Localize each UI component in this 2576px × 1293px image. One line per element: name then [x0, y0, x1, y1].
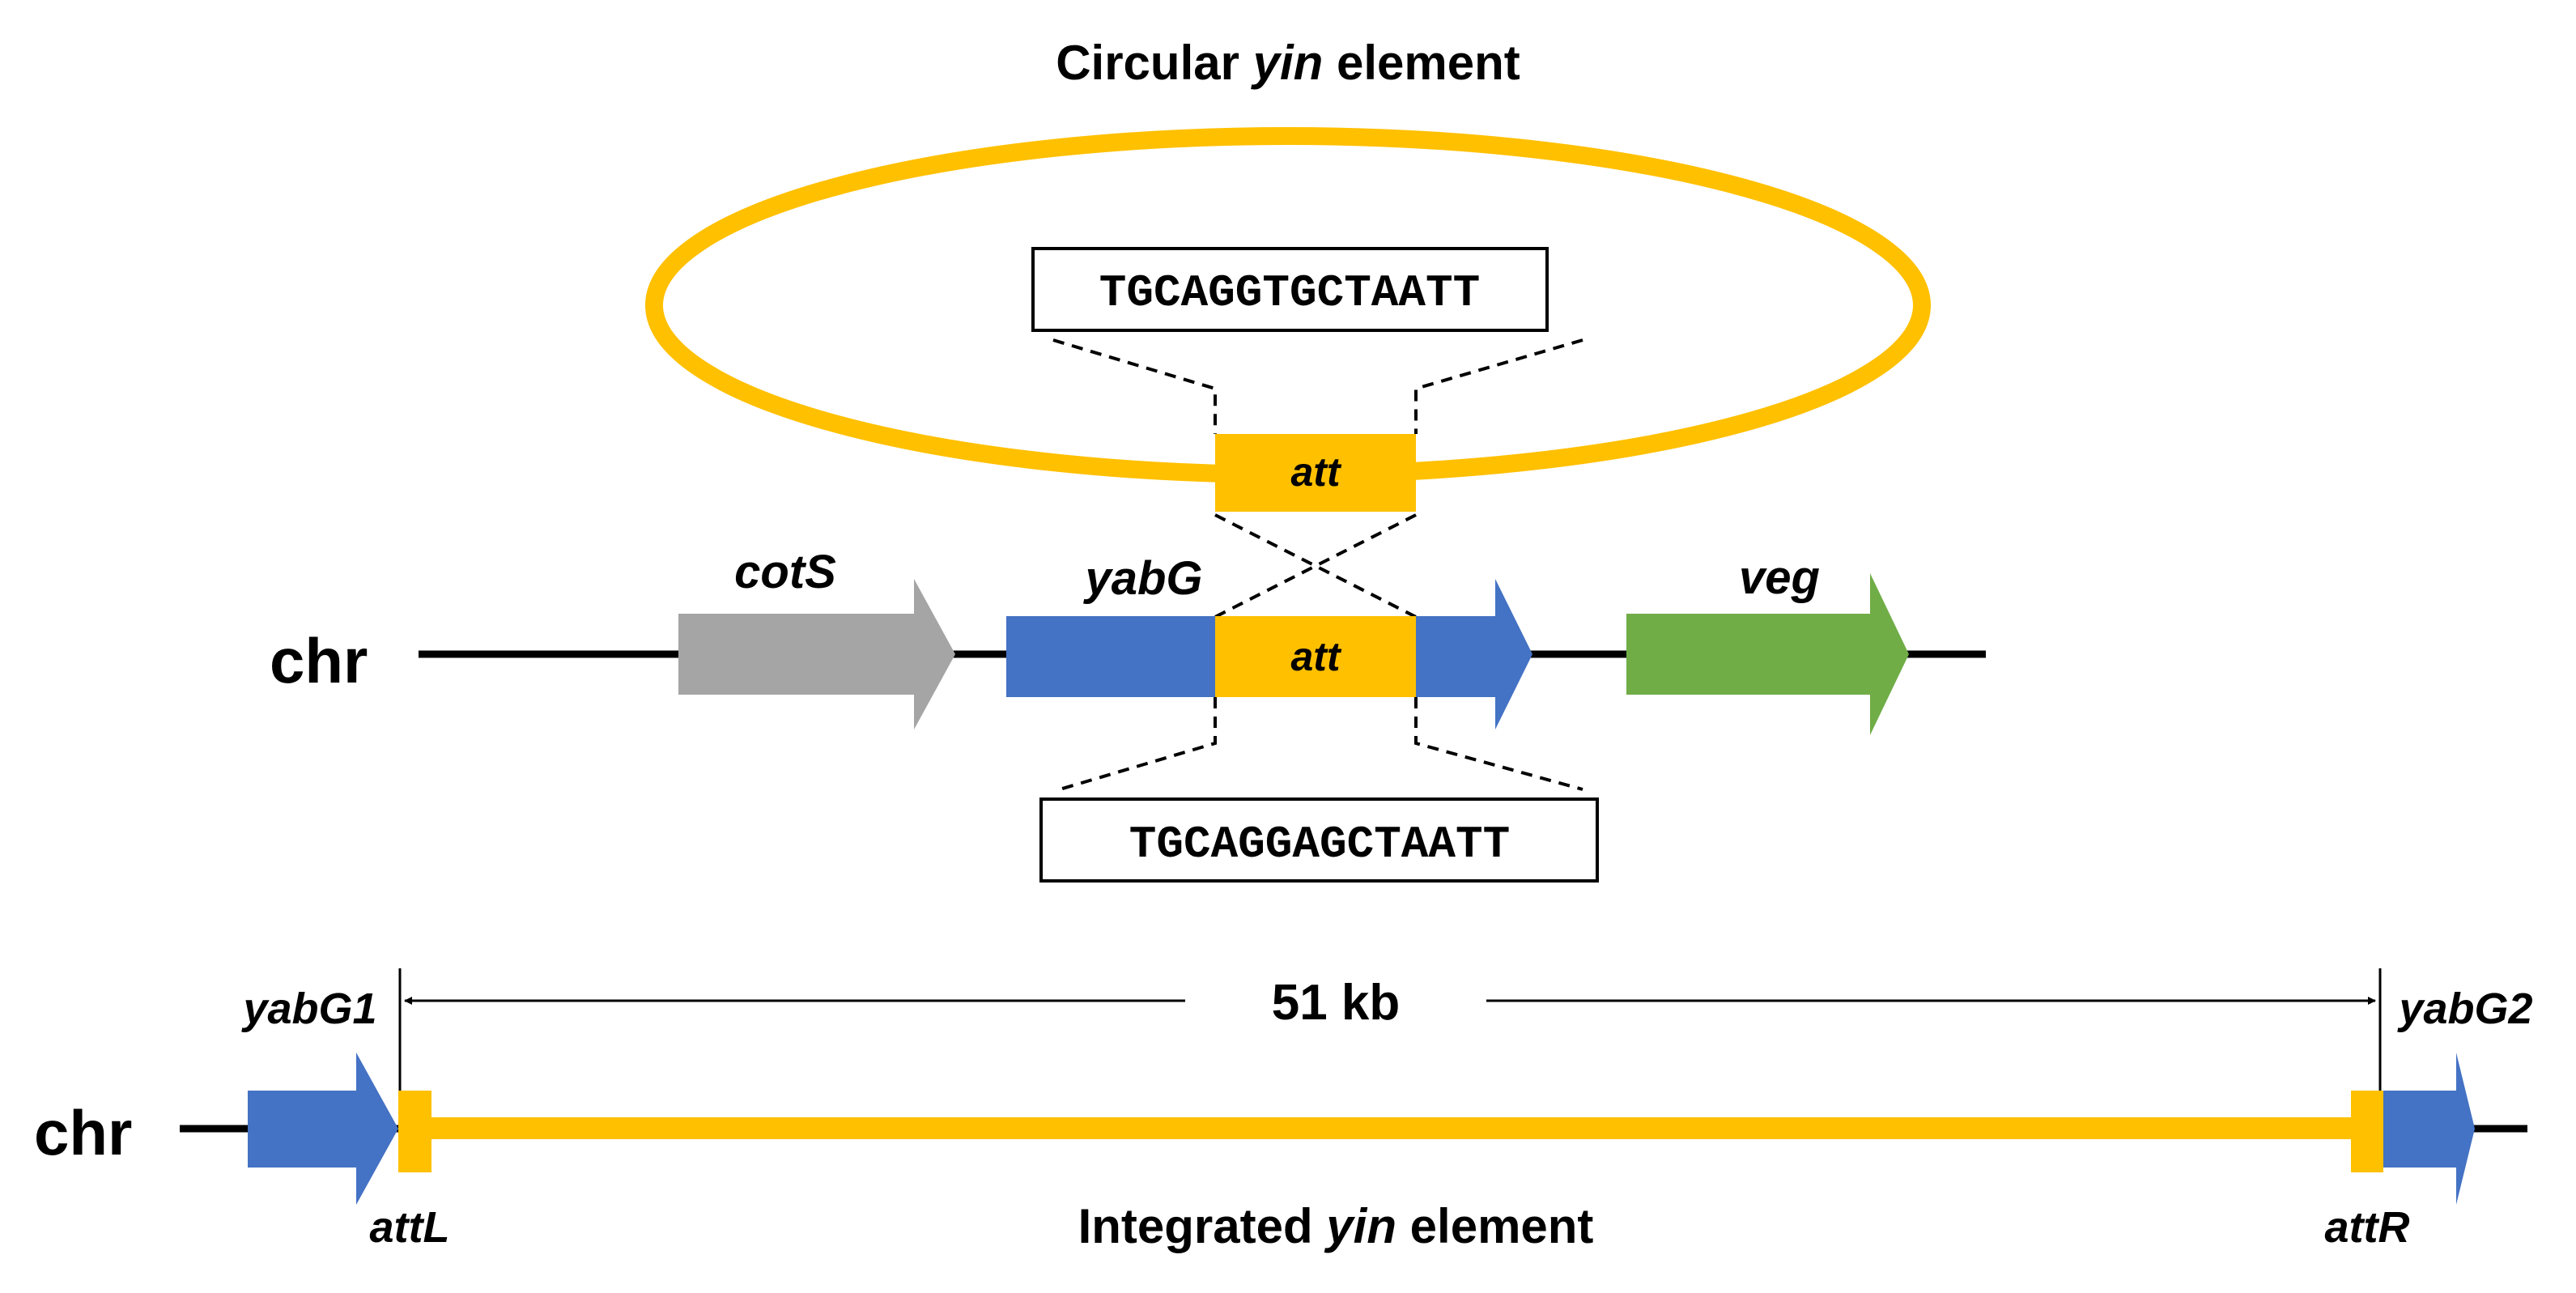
- crossover-line-b: [1214, 513, 1417, 619]
- site-attR-label: attR: [2325, 1203, 2410, 1252]
- gene-veg-label: veg: [1739, 551, 1820, 604]
- att-site-circular: [1215, 434, 1416, 512]
- sequence-circular: TGCAGGTGCTAATT: [1099, 267, 1480, 319]
- integrated-element-title: Integrated yin element: [1078, 1199, 1594, 1253]
- gene-yabG2-arrow: [2383, 1053, 2475, 1205]
- chr-label-bottom: chr: [34, 1097, 132, 1168]
- dashed-connector-chromosome-right: [1414, 697, 1583, 791]
- circular-element-title: Circular yin element: [1056, 36, 1520, 90]
- att-site-chromosome: [1215, 616, 1416, 697]
- gene-yabG2-label: yabG2: [2396, 985, 2532, 1033]
- dashed-connector-circular-left: [1052, 338, 1217, 434]
- integrated-yin-element-bar: [411, 1117, 2362, 1139]
- gene-cotS-label: cotS: [734, 546, 836, 598]
- gene-yabG1-label: yabG1: [240, 985, 376, 1033]
- att-label-circular: att: [1290, 449, 1341, 495]
- dashed-connector-circular-right: [1414, 338, 1583, 434]
- gene-cotS-arrow: [678, 579, 955, 729]
- sequence-box-chromosome: [1039, 797, 1599, 883]
- site-attL-label: attL: [370, 1203, 450, 1252]
- gene-yabG-label: yabG: [1082, 552, 1202, 605]
- element-size-label: 51 kb: [1272, 975, 1401, 1031]
- crossover-line-a: [1214, 513, 1417, 619]
- dashed-connector-chromosome-left: [1059, 697, 1217, 791]
- gene-veg-arrow: [1626, 573, 1909, 735]
- attR-site-block: [2351, 1091, 2383, 1172]
- sequence-chromosome: TGCAGGAGCTAATT: [1129, 819, 1510, 870]
- sequence-box-circular: [1031, 247, 1549, 332]
- gene-yabG1-arrow: [248, 1053, 398, 1205]
- att-label-chromosome: att: [1290, 634, 1341, 679]
- attL-site-block: [398, 1091, 431, 1172]
- chr-label-middle: chr: [270, 625, 368, 696]
